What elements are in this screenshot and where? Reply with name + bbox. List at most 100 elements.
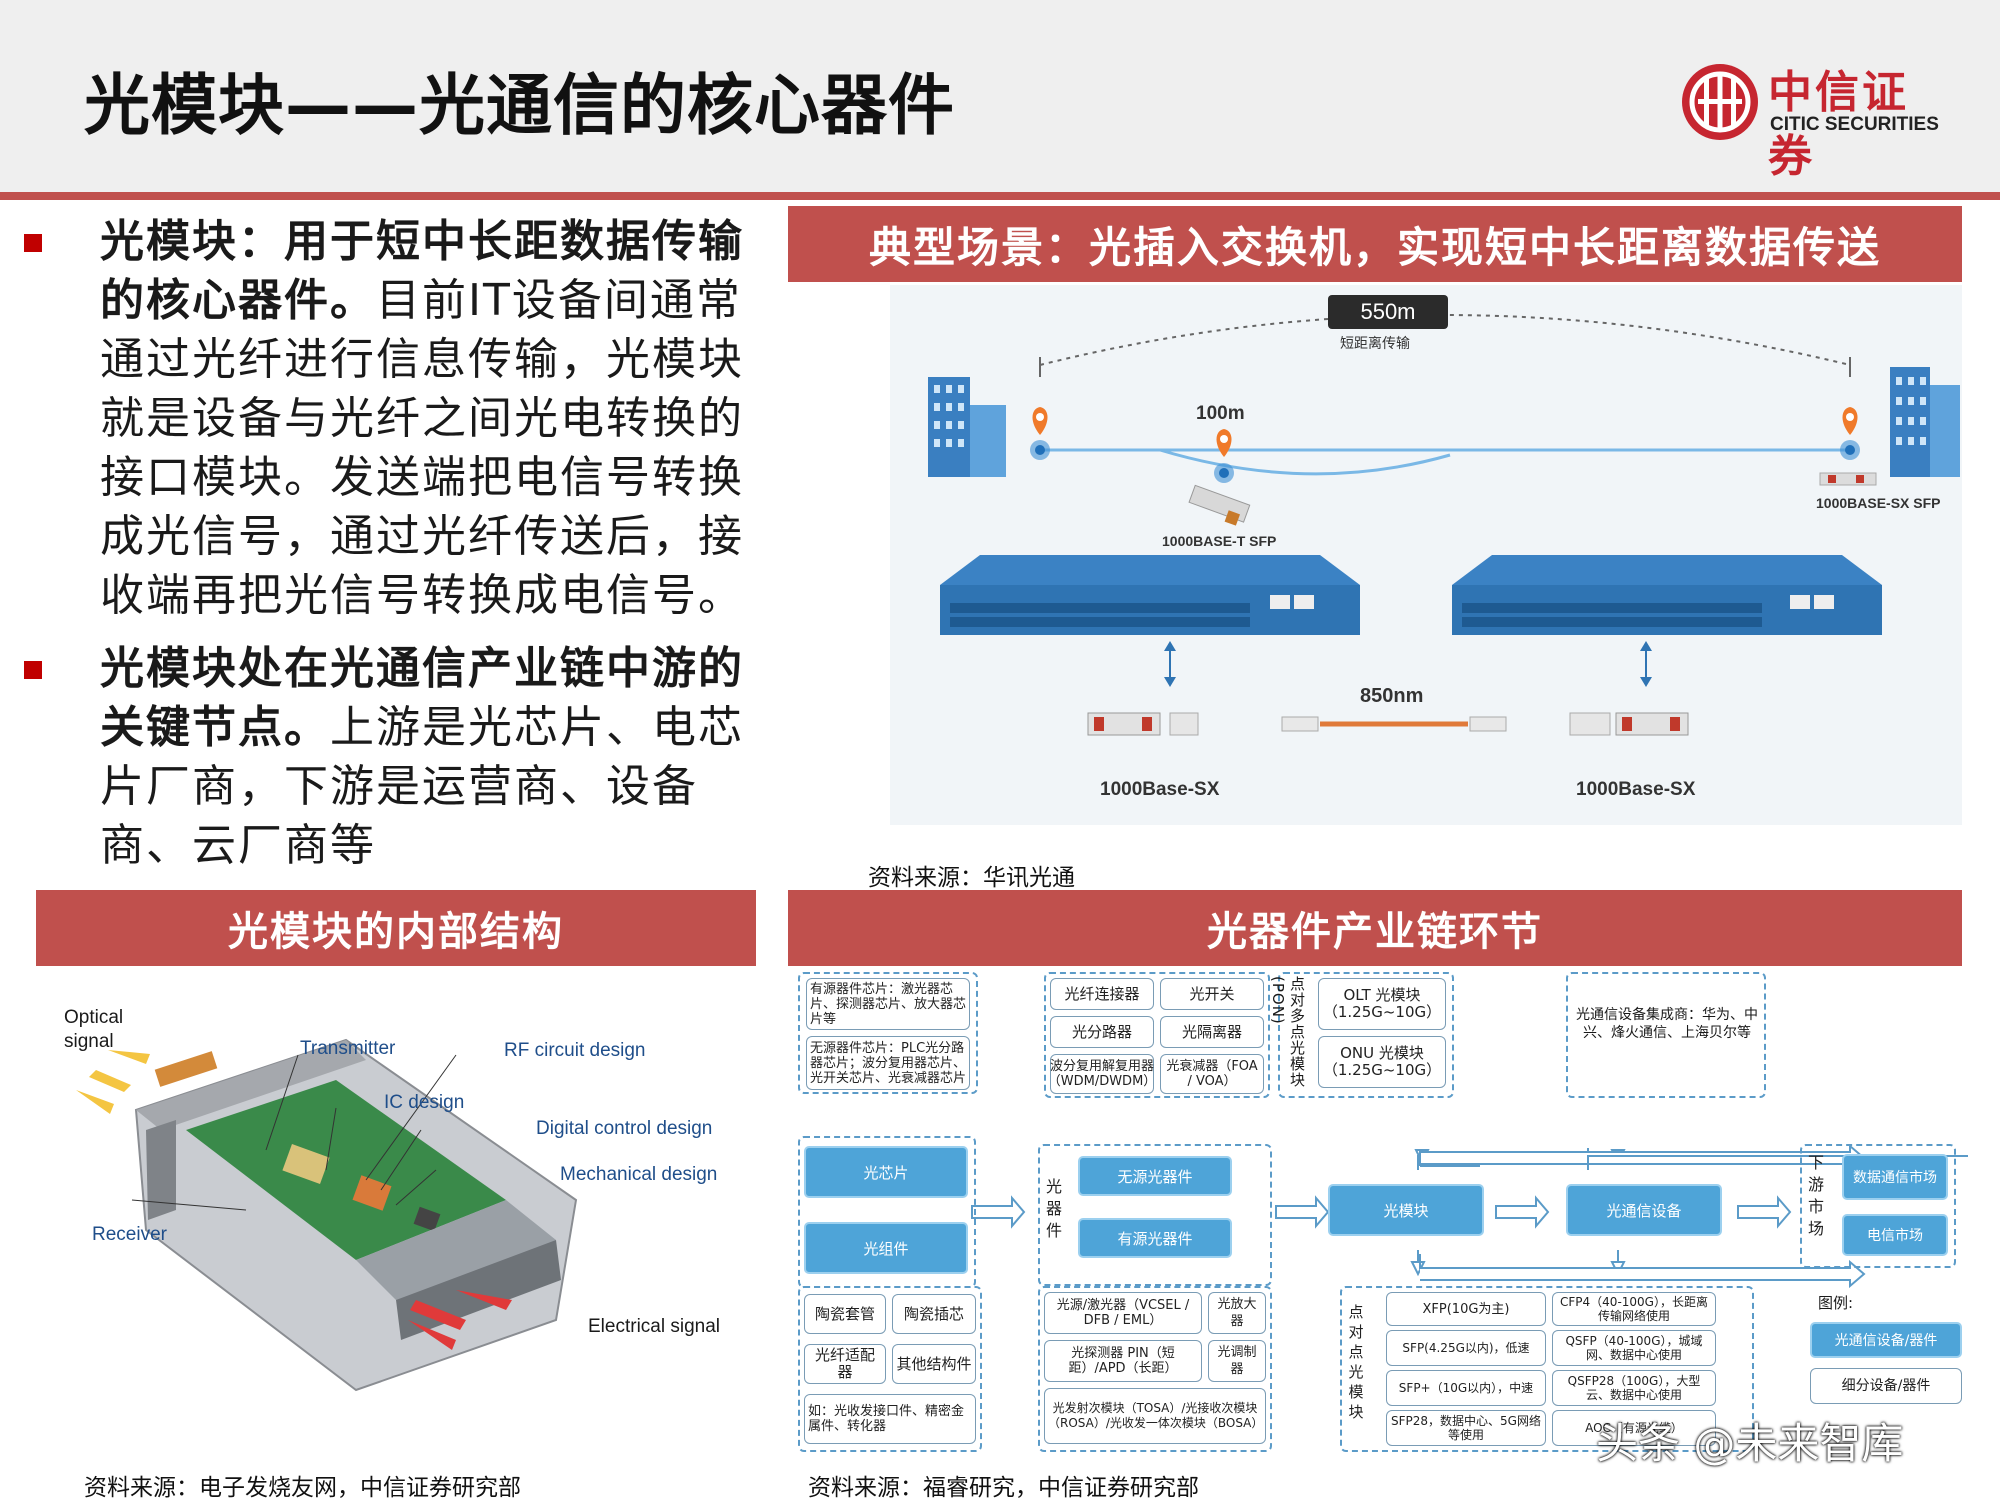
label-mechanical: Mechanical design [560,1164,718,1185]
building-left-icon [928,377,1006,477]
network-switch-icon [940,555,1360,635]
chain-arrows [971,1143,1968,1289]
passive-device: 光开关 [1160,978,1264,1010]
p2p-module: AOC（有源光缆） [1552,1410,1716,1446]
sx-label-left: 1000Base-SX [1100,779,1220,800]
distance-sub-label: 短距离传输 [1340,336,1410,352]
sx-label-right: 1000Base-SX [1576,779,1696,800]
building-right-icon [1890,367,1960,477]
chain-node-module: 光模块 [1328,1184,1484,1236]
part-item: 如：光收发接口件、精密金属件、转化器 [804,1394,976,1444]
downstream-label: 下游市场 [1807,1153,1824,1238]
bullet-text: 上游是光芯片、电芯片厂商，下游是运营商、设备商、云厂商等 [100,702,744,871]
legend-item-primary: 光通信设备/器件 [1810,1322,1962,1358]
p2p-label: 点对点光模块 [1348,1303,1364,1421]
electrical-signal-arrows-icon [408,1290,512,1350]
bullet-bold-text: 光模块：用于短中长距数据传输的核心器件。 [100,216,744,326]
fiber-cable-icon [1281,716,1507,732]
pon-label: 点对多点光模块(PON) [1269,976,1306,1088]
label-transmitter: Transmitter [300,1038,396,1059]
sfp-module-icon [1188,484,1251,526]
citic-logo-icon [1682,64,1758,140]
sfp-t-label: 1000BASE-T SFP [1162,533,1277,549]
chain-node-datacom: 数据通信市场 [1842,1154,1948,1200]
p2p-module: QSFP28（100G），大型云、数据中心使用 [1552,1370,1716,1406]
passive-device: 波分复用解复用器（WDM/DWDM） [1048,1054,1156,1094]
transceiver-icon [1087,712,1199,736]
watermark: 头条 @未来智库 [1596,1419,1904,1468]
p2p-module: XFP(10G为主) [1386,1292,1546,1326]
part-item: 陶瓷插芯 [892,1294,976,1334]
part-item: 光纤适配器 [804,1344,886,1384]
network-switch-icon [1452,555,1882,635]
opto-device-label: 光器件 [1045,1177,1062,1240]
bullet-marker [24,234,42,252]
passive-device-group [1044,972,1270,1098]
active-chip-box: 有源器件芯片：激光器芯片、探测器芯片、放大器芯片等 [806,978,970,1030]
bullet-bold-text: 光模块处在光通信产业链中游的关键节点。 [100,643,744,753]
citic-logo: 中信证券 CITIC SECURITIES [1682,62,1952,182]
industry-chain-diagram: 有源器件芯片：激光器芯片、探测器芯片、放大器芯片等 无源器件芯片：PLC光分路器… [788,966,1968,1454]
scene-panel-title: 典型场景：光插入交换机，实现短中长距离数据传送 [788,206,1962,282]
pon-module: OLT 光模块（1.25G~10G） [1318,978,1446,1030]
active-device: 光发射次模块（TOSA）/光接收次模块（ROSA）/光收发一体次模块（BOSA） [1044,1388,1266,1444]
location-pin-icon [1842,407,1858,435]
part-item: 其他结构件 [892,1344,976,1384]
integrator-group [1566,972,1766,1098]
logo-text-en: CITIC SECURITIES [1770,114,1939,135]
passive-device: 光分路器 [1050,1016,1154,1048]
bullet-list: 光模块：用于短中长距数据传输的核心器件。目前IT设备间通常通过光纤进行信息传输，… [20,212,780,889]
page-title: 光模块——光通信的核心器件 [84,67,955,144]
scene-source: 资料来源：华讯光通 [868,865,1075,891]
p2p-module: CFP4（40-100G），长距离传输网络使用 [1552,1292,1716,1326]
legend-title: 图例: [1818,1294,1854,1312]
module-structure-diagram: Optical signal Transmitter RF circuit de… [36,980,756,1450]
label-receiver: Receiver [92,1224,167,1245]
opto-device-group [1038,1144,1272,1286]
passive-chip-box: 无源器件芯片：PLC光分路器芯片；波分复用器芯片、光开关芯片、光衰减器芯片 [806,1036,970,1090]
bullet-text: 目前IT设备间通常通过光纤进行信息传输，光模块就是设备与光纤之间光电转换的接口模… [100,275,744,621]
logo-text-cn: 中信证券 [1768,67,1909,182]
chain-node-optical-chip: 光芯片 [804,1146,968,1198]
passive-device: 光隔离器 [1160,1016,1264,1048]
p2p-module: QSFP（40-100G），城域网、数据中心使用 [1552,1330,1716,1366]
scene-diagram: 550m 短距离传输 100m 1000BASE-T SFP 1000BASE-… [890,285,1962,825]
active-device-group [1038,1286,1272,1452]
integrators-text: 光通信设备集成商：华为、中兴、烽火通信、上海贝尔等 [1576,1007,1758,1041]
label-rf-circuit: RF circuit design [504,1040,646,1061]
chain-source: 资料来源：福睿研究，中信证券研究部 [808,1475,1199,1500]
parts-group [798,1286,982,1452]
transceiver-icon [1569,712,1689,736]
scene-illustration [928,295,1960,736]
chain-node-passive: 无源光器件 [1078,1156,1232,1196]
passive-device: 光衰减器（FOA / VOA） [1160,1054,1264,1094]
active-device: 光放大器 [1208,1292,1266,1334]
bullet-item: 光模块处在光通信产业链中游的关键节点。上游是光芯片、电芯片厂商，下游是运营商、设… [20,639,780,875]
location-pin-icon [1032,407,1048,435]
structure-source: 资料来源：电子发烧友网，中信证券研究部 [84,1475,521,1500]
sfp-sx-label: 1000BASE-SX SFP [1816,495,1941,511]
active-device: 光调制器 [1208,1340,1266,1382]
distance-label-100: 100m [1196,403,1245,424]
p2p-group [1340,1286,1754,1452]
module-illustration [76,1038,578,1392]
distance-label-550: 550m [1360,299,1416,324]
header-divider [0,192,2000,200]
label-electrical-signal: Electrical signal [588,1316,720,1337]
location-pin-icon [1216,429,1232,457]
chain-node-optical-component: 光组件 [804,1222,968,1274]
part-item: 陶瓷套管 [804,1294,886,1334]
pon-module: ONU 光模块（1.25G~10G） [1318,1036,1446,1088]
chain-node-equipment: 光通信设备 [1566,1184,1722,1236]
label-digital-control: Digital control design [536,1118,713,1139]
page-header [0,0,2000,192]
active-device: 光探测器 PIN（短距）/APD（长距） [1044,1340,1202,1382]
passive-device: 光纤连接器 [1050,978,1154,1010]
p2p-module: SFP+（10G以内），中速 [1386,1370,1546,1406]
label-optical-signal: Optical signal [64,1007,124,1052]
p2p-module: SFP28，数据中心、5G网络等使用 [1386,1410,1546,1446]
chain-node-active: 有源光器件 [1078,1218,1232,1258]
wavelength-label: 850nm [1360,685,1424,707]
sfp-module-icon [1819,472,1877,486]
bullet-marker [24,661,42,679]
